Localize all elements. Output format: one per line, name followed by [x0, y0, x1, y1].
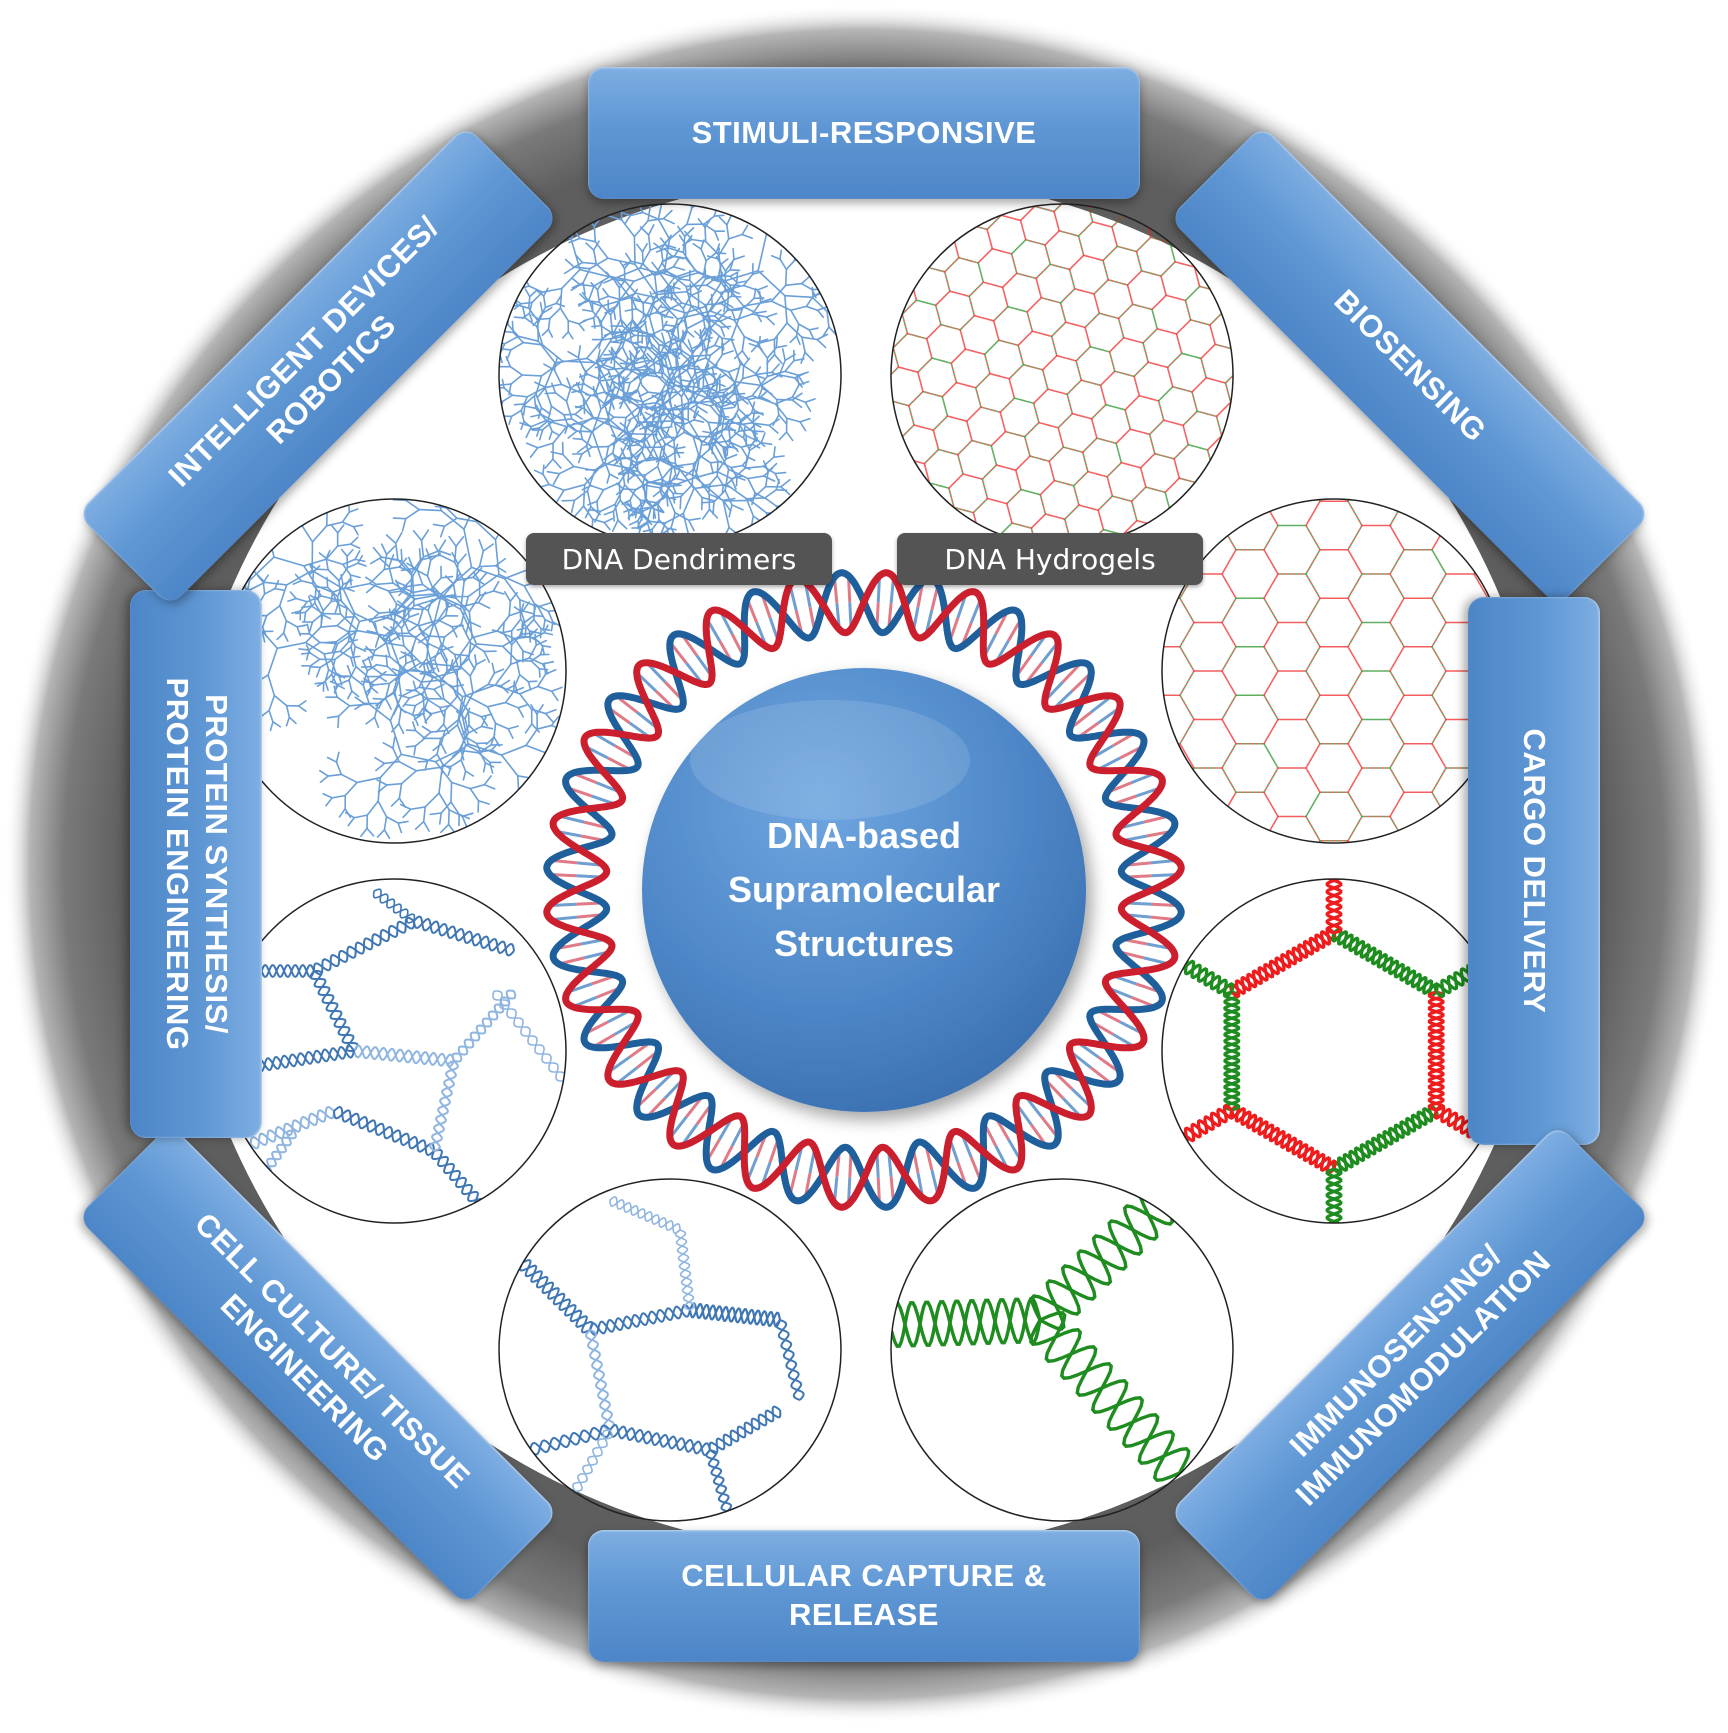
panel-cargo-delivery: CARGO DELIVERY — [1468, 597, 1600, 1145]
panel-stimuli-responsive: STIMULI-RESPONSIVE — [588, 67, 1140, 199]
tag-dna-dendrimers-label: DNA Dendrimers — [562, 543, 797, 576]
panel-cellular-capture-label: CELLULAR CAPTURE & RELEASE — [681, 1557, 1047, 1635]
panel-stimuli-responsive-label: STIMULI-RESPONSIVE — [692, 114, 1037, 153]
center-title-line-2: Supramolecular — [728, 863, 1000, 917]
center-title-line-1: DNA-based — [767, 809, 961, 863]
panel-cellular-capture: CELLULAR CAPTURE & RELEASE — [588, 1530, 1140, 1662]
panel-cargo-delivery-label: CARGO DELIVERY — [1515, 729, 1554, 1014]
panel-protein-synthesis: PROTEIN SYNTHESIS/ PROTEIN ENGINEERING — [130, 590, 262, 1138]
center-title-line-3: Structures — [774, 917, 954, 971]
tag-dna-hydrogels: DNA Hydrogels — [897, 533, 1203, 585]
tag-dna-dendrimers: DNA Dendrimers — [526, 533, 832, 585]
center-title: DNA-based Supramolecular Structures — [664, 800, 1064, 980]
tag-dna-hydrogels-label: DNA Hydrogels — [944, 543, 1155, 576]
panel-protein-synthesis-label: PROTEIN SYNTHESIS/ PROTEIN ENGINEERING — [157, 678, 235, 1051]
